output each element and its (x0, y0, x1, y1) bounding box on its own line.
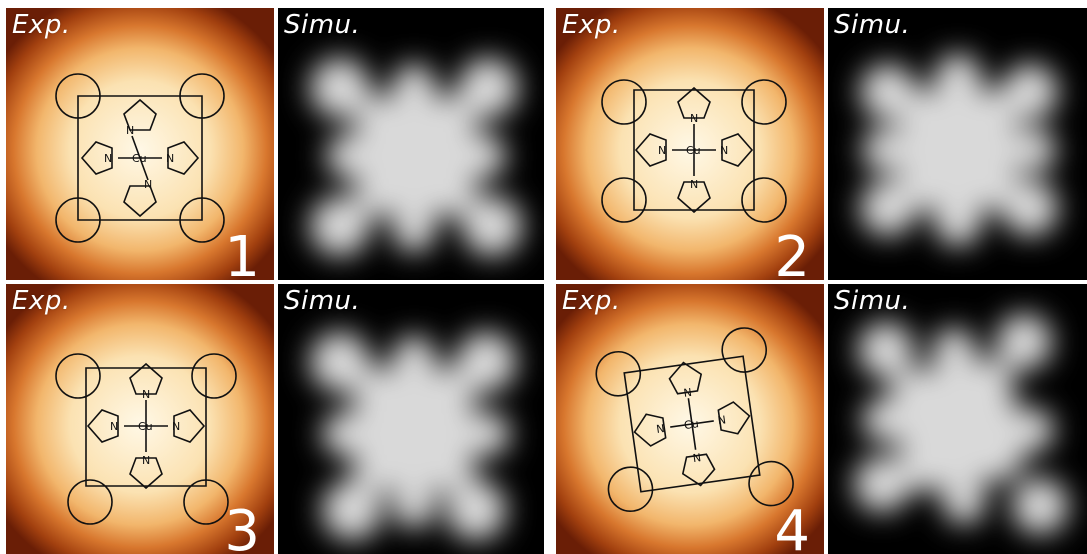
sim-image-1: Simu. (278, 8, 544, 280)
nitrogen-label: N (126, 124, 134, 137)
sim-blob-3 (310, 332, 516, 540)
sim-blob-4 (854, 314, 1068, 534)
molecule-structure-1: Cu N N N N (55, 73, 225, 243)
panel-number: 3 (224, 499, 260, 554)
nitrogen-label: N (690, 112, 698, 125)
nitrogen-label: N (692, 451, 702, 465)
sim-blob-1 (310, 58, 522, 256)
nitrogen-label: N (658, 144, 666, 157)
exp-label: Exp. (562, 10, 621, 40)
nitrogen-label: N (144, 178, 152, 191)
sim-image-3: Simu. (278, 284, 544, 554)
exp-image-1: Cu N N N N Exp. 1 (6, 8, 274, 280)
exp-image-3: Cu N N N N Exp. 3 (6, 284, 274, 554)
sim-label: Simu. (834, 286, 911, 316)
panel-number: 2 (774, 225, 810, 281)
sim-label: Simu. (834, 10, 911, 40)
nitrogen-label: N (142, 454, 150, 467)
sim-image-4: Simu. (828, 284, 1087, 554)
nitrogen-label: N (690, 178, 698, 191)
nitrogen-label: N (683, 386, 693, 400)
sim-label: Simu. (284, 286, 361, 316)
sim-label: Simu. (284, 10, 361, 40)
nitrogen-label: N (656, 422, 666, 436)
metal-label: Cu (138, 420, 153, 433)
nitrogen-label: N (720, 144, 728, 157)
exp-image-2: Cu N N N N Exp. 2 (556, 8, 824, 280)
molecule-structure-2: Cu N N N N (601, 79, 787, 223)
nitrogen-label: N (172, 420, 180, 433)
molecule-structure-4: Cu N N N N (595, 327, 794, 512)
exp-label: Exp. (12, 10, 71, 40)
nitrogen-label: N (717, 413, 727, 427)
nitrogen-label: N (166, 152, 174, 165)
panel-number: 4 (774, 499, 810, 554)
nitrogen-label: N (142, 388, 150, 401)
exp-image-4: Cu N N N N Exp. 4 (556, 284, 824, 554)
exp-label: Exp. (12, 286, 71, 316)
metal-label: Cu (683, 417, 699, 432)
nitrogen-label: N (104, 152, 112, 165)
sim-image-2: Simu. (828, 8, 1087, 280)
sim-blob-2 (860, 54, 1058, 246)
nitrogen-label: N (110, 420, 118, 433)
molecule-structure-3: Cu N N N N (55, 353, 237, 525)
exp-label: Exp. (562, 286, 621, 316)
metal-label: Cu (686, 144, 701, 157)
metal-label: Cu (132, 152, 147, 165)
panel-number: 1 (224, 225, 260, 281)
